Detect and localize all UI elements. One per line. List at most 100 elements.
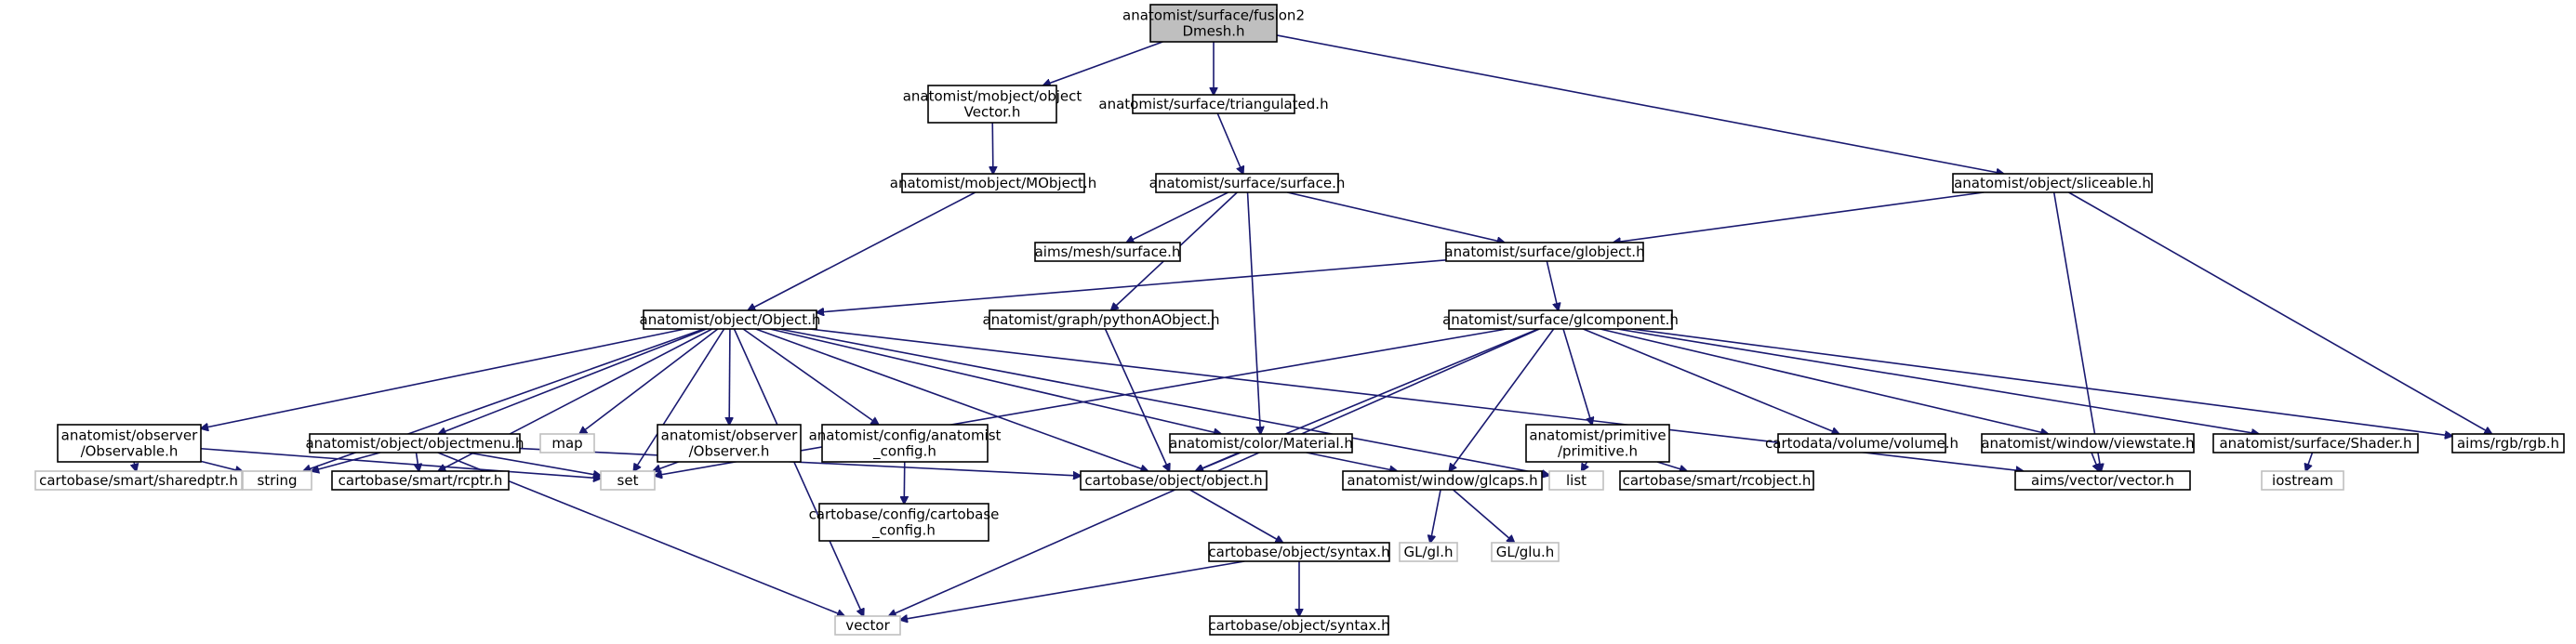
node-box — [2261, 470, 2344, 491]
edge-object-to-observer — [729, 328, 730, 425]
node-set[interactable]: set — [600, 470, 656, 491]
node-box — [1209, 615, 1389, 636]
node-syntax-h[interactable]: cartobase/object/syntax.h — [1208, 615, 1390, 636]
node-label: anatomist/surface/Shader.h — [2219, 435, 2411, 452]
node-label: aims/mesh/surface.h — [1035, 243, 1181, 260]
node-observable[interactable]: anatomist/observer/Observable.h — [57, 424, 202, 463]
node-label: anatomist/observer — [661, 427, 798, 444]
node-volume[interactable]: cartodata/volume/volume.h — [1765, 433, 1959, 453]
node-label: anatomist/window/glcaps.h — [1347, 472, 1537, 489]
dependency-edges — [134, 34, 2492, 620]
node-map[interactable]: map — [539, 433, 595, 453]
node-label: /Observable.h — [81, 443, 179, 460]
node-label: anatomist/graph/pythonAObject.h — [982, 311, 1219, 328]
node-rgb[interactable]: aims/rgb/rgb.h — [2451, 433, 2565, 453]
node-cartobase-object[interactable]: cartobase/object/object.h — [1080, 470, 1268, 491]
node-label: cartobase/object/object.h — [1084, 472, 1262, 489]
node-globject[interactable]: anatomist/surface/globject.h — [1444, 242, 1645, 262]
node-glu-h[interactable]: GL/glu.h — [1491, 542, 1560, 562]
node-observer[interactable]: anatomist/observer/Observer.h — [657, 424, 802, 463]
node-sliceable[interactable]: anatomist/object/sliceable.h — [1952, 173, 2153, 193]
node-rcptr[interactable]: cartobase/smart/rcptr.h — [331, 470, 510, 491]
node-triangulated[interactable]: anatomist/surface/triangulated.h — [1098, 94, 1329, 114]
node-box — [1491, 542, 1560, 562]
edge-primitive-to-rcobject — [1656, 461, 1687, 471]
edge-viewstate-to-aims_vector — [2091, 452, 2099, 471]
edge-material-to-glcaps — [1306, 452, 1398, 471]
edge-object-to-objectmenu — [438, 328, 707, 434]
node-box — [600, 470, 656, 491]
node-objectmenu[interactable]: anatomist/object/objectmenu.h — [305, 433, 524, 453]
node-viewstate[interactable]: anatomist/window/viewstate.h — [1981, 433, 2195, 453]
edge-surface-to-material — [1246, 191, 1261, 434]
node-label: cartobase/smart/rcobject.h — [1623, 472, 1812, 489]
node-label: cartobase/object/syntax.h — [1208, 544, 1389, 560]
node-label: map — [551, 435, 582, 452]
node-label: aims/rgb/rgb.h — [2457, 435, 2559, 452]
node-label: anatomist/window/viewstate.h — [1981, 435, 2194, 452]
edge-objectmenu-to-string — [312, 452, 381, 471]
node-gl-h[interactable]: GL/gl.h — [1399, 542, 1458, 562]
edge-objectmenu-to-rcptr — [417, 452, 419, 471]
node-box — [643, 309, 817, 330]
node-surface[interactable]: anatomist/surface/surface.h — [1149, 173, 1346, 193]
node-box — [1981, 433, 2195, 453]
node-box — [989, 309, 1214, 330]
node-box — [309, 433, 521, 453]
node-cartobase-config[interactable]: cartobase/config/cartobase_config.h — [809, 503, 1000, 542]
node-vector[interactable]: vector — [834, 615, 901, 636]
node-python-aobject[interactable]: anatomist/graph/pythonAObject.h — [982, 309, 1220, 330]
node-primitive[interactable]: anatomist/primitive/primitive.h — [1525, 424, 1670, 463]
edge-globject-to-object — [817, 259, 1447, 312]
node-box — [1132, 94, 1295, 114]
edge-material-to-cartobase_object — [1196, 452, 1240, 471]
node-mobject[interactable]: anatomist/mobject/MObject.h — [890, 173, 1096, 193]
edge-glcomponent-to-shader — [1616, 328, 2259, 434]
node-label: anatomist/mobject/MObject.h — [890, 175, 1096, 191]
edge-object-to-map — [579, 328, 719, 434]
edge-sliceable-to-rgb — [2068, 191, 2492, 434]
node-material[interactable]: anatomist/color/Material.h — [1169, 433, 1353, 453]
edge-object-to-set — [633, 328, 725, 471]
node-box — [1169, 433, 1353, 453]
edge-object-to-cartobase_object — [755, 328, 1149, 471]
node-syntax[interactable]: cartobase/object/syntax.h — [1208, 542, 1390, 562]
node-box — [1208, 542, 1390, 562]
edge-object-to-list — [778, 328, 1549, 475]
edge-shader-to-iostream — [2306, 452, 2314, 471]
node-list[interactable]: list — [1548, 470, 1604, 491]
edge-mobject_vector-to-mobject — [992, 122, 993, 174]
edge-python_aobject-to-cartobase_object — [1104, 328, 1170, 471]
node-sharedptr[interactable]: cartobase/smart/sharedptr.h — [34, 470, 243, 491]
node-box — [927, 85, 1057, 124]
node-label: anatomist/primitive — [1529, 427, 1666, 444]
node-label: anatomist/config/anatomist — [809, 427, 1002, 444]
node-aims-mesh-surface[interactable]: aims/mesh/surface.h — [1034, 242, 1181, 262]
node-label: anatomist/surface/globject.h — [1444, 243, 1644, 260]
node-config[interactable]: anatomist/config/anatomist_config.h — [809, 424, 1002, 463]
node-label: anatomist/surface/glcomponent.h — [1442, 311, 1679, 328]
node-box — [834, 615, 901, 636]
node-iostream[interactable]: iostream — [2261, 470, 2344, 491]
node-label: iostream — [2272, 472, 2333, 489]
node-label: _config.h — [871, 522, 936, 540]
node-label: Dmesh.h — [1183, 23, 1245, 40]
node-box — [57, 424, 202, 463]
node-object[interactable]: anatomist/object/Object.h — [640, 309, 821, 330]
edge-globject-to-glcomponent — [1546, 260, 1558, 310]
node-glcaps[interactable]: anatomist/window/glcaps.h — [1342, 470, 1543, 491]
node-aims-vector[interactable]: aims/vector/vector.h — [2014, 470, 2191, 491]
node-glcomponent[interactable]: anatomist/surface/glcomponent.h — [1442, 309, 1679, 330]
node-rcobject[interactable]: cartobase/smart/rcobject.h — [1619, 470, 1814, 491]
node-label: anatomist/color/Material.h — [1169, 435, 1353, 452]
node-label: anatomist/mobject/object — [903, 88, 1082, 105]
node-shader[interactable]: anatomist/surface/Shader.h — [2212, 433, 2419, 453]
edge-observable-to-sharedptr — [134, 461, 137, 471]
node-box — [1149, 4, 1278, 43]
edge-object-to-material — [769, 328, 1221, 434]
node-string[interactable]: string — [242, 470, 312, 491]
